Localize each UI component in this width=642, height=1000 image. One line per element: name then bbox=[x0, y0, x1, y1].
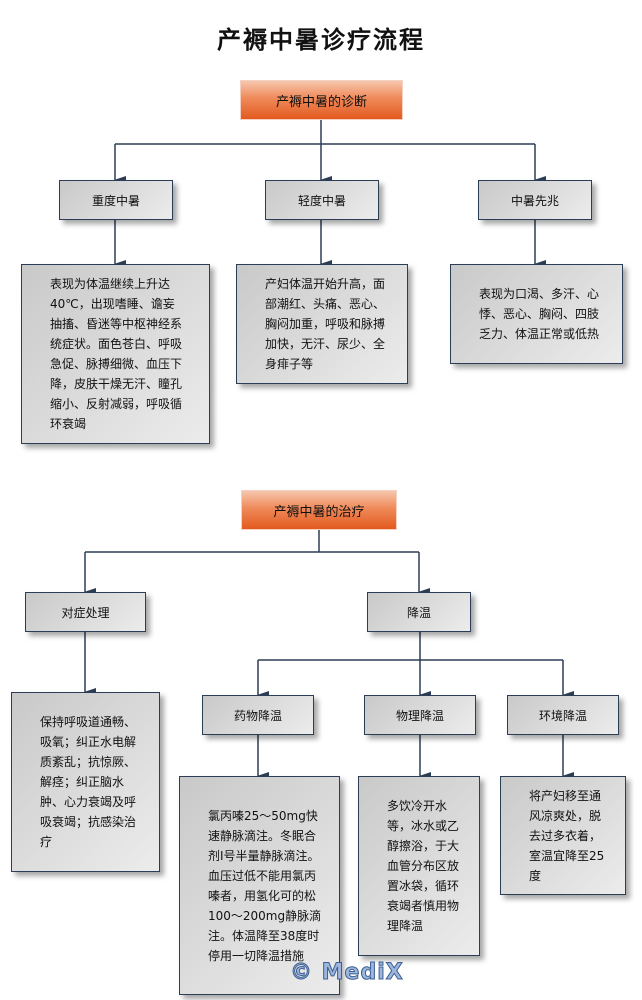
drug-cooling-node[interactable]: 药物降温 bbox=[202, 695, 314, 735]
symptomatic-treatment-node[interactable]: 对症处理 bbox=[25, 592, 146, 632]
node-label: 重度中暑 bbox=[91, 193, 140, 208]
node-label: 中暑先兆 bbox=[510, 193, 559, 208]
page-title: 产褥中暑诊疗流程 bbox=[217, 25, 425, 54]
mild-heatstroke-node[interactable]: 轻度中暑 bbox=[265, 180, 379, 220]
detail-text: 多饮冷开水等，冰水或乙醇擦浴，于大血管分布区放置冰袋，循环衰竭者慎用物理降温 bbox=[387, 799, 460, 933]
node-label: 药物降温 bbox=[233, 708, 282, 723]
detail-text: 产妇体温开始升高，面部潮红、头痛、恶心、胸闷加重，呼吸和脉搏加快，无汗、尿少、全… bbox=[265, 277, 386, 371]
node-label: 轻度中暑 bbox=[297, 193, 346, 208]
node-label: 物理降温 bbox=[395, 708, 444, 723]
diagnosis-header-label: 产褥中暑的诊断 bbox=[275, 94, 367, 110]
medix-watermark: © MediX bbox=[290, 960, 404, 986]
symptomatic-treatment-detail: 保持呼吸道通畅、吸氧；纠正水电解质紊乱；抗惊厥、解痉；纠正脑水肿、心力衰竭及呼吸… bbox=[11, 692, 160, 872]
detail-text: 表现为口渴、多汗、心悸、恶心、胸闷、四肢乏力、体温正常或低热 bbox=[479, 287, 600, 341]
severe-heatstroke-node[interactable]: 重度中暑 bbox=[59, 180, 173, 220]
drug-cooling-detail: 氯丙嗪25～50mg快速静脉滴注。冬眠合剂Ⅰ号半量静脉滴注。血压过低不能用氯丙嗪… bbox=[179, 776, 340, 995]
heatstroke-precursor-detail: 表现为口渴、多汗、心悸、恶心、胸闷、四肢乏力、体温正常或低热 bbox=[450, 264, 623, 364]
cooling-node[interactable]: 降温 bbox=[367, 592, 471, 632]
heatstroke-precursor-node[interactable]: 中暑先兆 bbox=[478, 180, 592, 220]
environmental-cooling-node[interactable]: 环境降温 bbox=[507, 695, 619, 735]
node-label: 降温 bbox=[406, 605, 431, 620]
detail-text: 保持呼吸道通畅、吸氧；纠正水电解质紊乱；抗惊厥、解痉；纠正脑水肿、心力衰竭及呼吸… bbox=[40, 715, 137, 849]
environmental-cooling-detail: 将产妇移至通风凉爽处，脱去过多衣着，室温宜降至25度 bbox=[500, 776, 626, 895]
detail-text: 表现为体温继续上升达40℃，出现嗜睡、谵妄抽搐、昏迷等中枢神经系统症状。面色苍白… bbox=[50, 277, 183, 431]
physical-cooling-detail: 多饮冷开水等，冰水或乙醇擦浴，于大血管分布区放置冰袋，循环衰竭者慎用物理降温 bbox=[358, 776, 480, 956]
mild-heatstroke-detail: 产妇体温开始升高，面部潮红、头痛、恶心、胸闷加重，呼吸和脉搏加快，无汗、尿少、全… bbox=[236, 264, 408, 384]
physical-cooling-node[interactable]: 物理降温 bbox=[364, 695, 476, 735]
node-label: 环境降温 bbox=[538, 708, 587, 723]
node-label: 对症处理 bbox=[61, 605, 110, 620]
detail-text: 将产妇移至通风凉爽处，脱去过多衣着，室温宜降至25度 bbox=[529, 788, 605, 883]
diagnosis-header[interactable]: 产褥中暑的诊断 bbox=[240, 80, 403, 120]
severe-heatstroke-detail: 表现为体温继续上升达40℃，出现嗜睡、谵妄抽搐、昏迷等中枢神经系统症状。面色苍白… bbox=[21, 264, 210, 444]
treatment-header-label: 产褥中暑的治疗 bbox=[273, 504, 365, 520]
detail-text: 氯丙嗪25～50mg快速静脉滴注。冬眠合剂Ⅰ号半量静脉滴注。血压过低不能用氯丙嗪… bbox=[208, 808, 322, 963]
treatment-header[interactable]: 产褥中暑的治疗 bbox=[241, 490, 397, 530]
